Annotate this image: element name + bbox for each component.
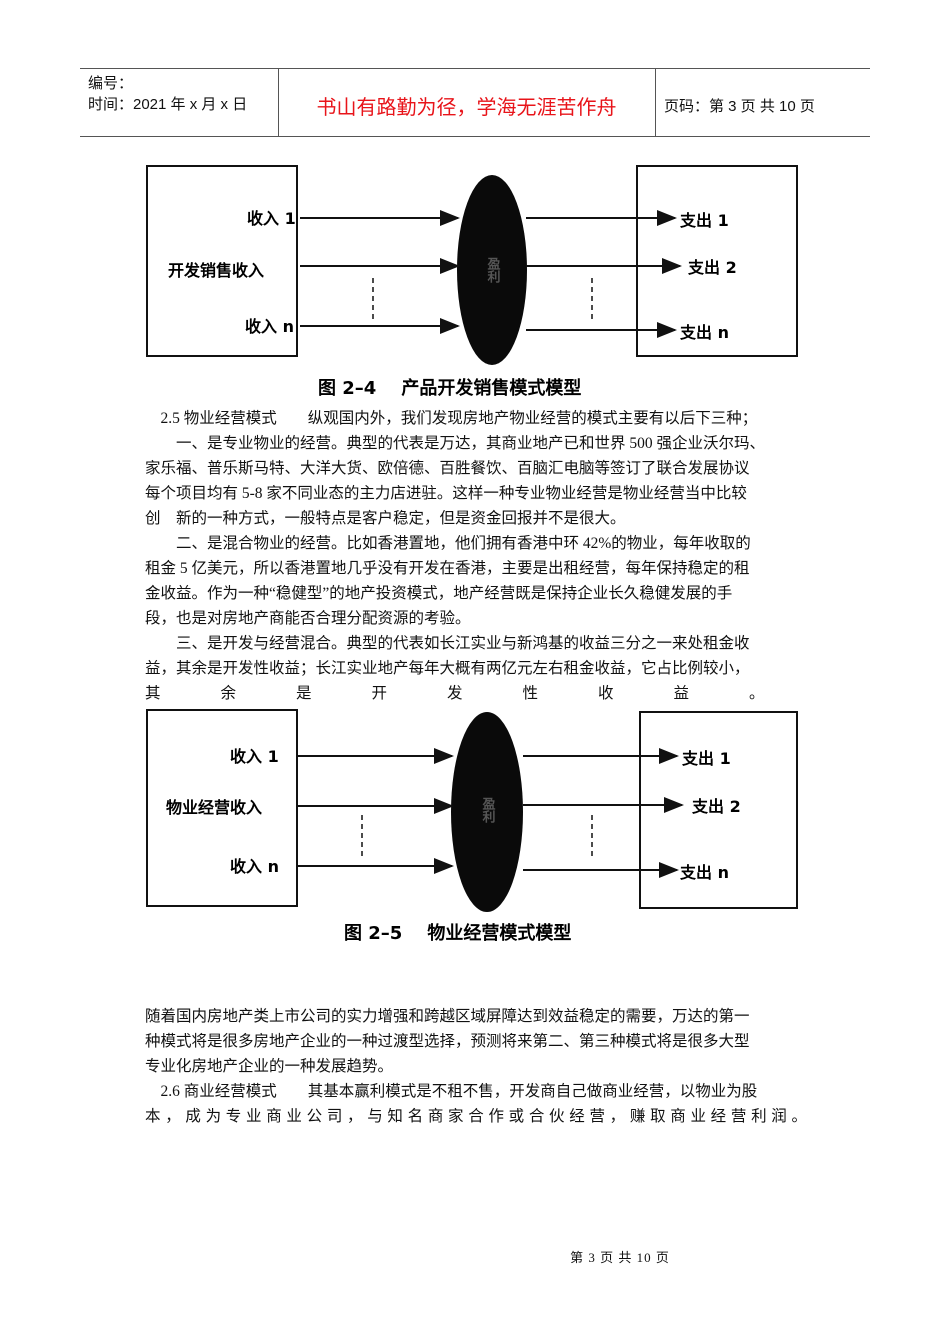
paragraph-line: 租金 5 亿美元，所以香港置地几乎没有开发在香港，主要是出租经营，每年保持稳定的… xyxy=(145,560,750,577)
sales-income-label: 开发销售收入 xyxy=(168,261,264,280)
paragraph-line: 本，成为专业商业公司，与知名商家合作或合伙经营，赚取商业经营利润。 xyxy=(145,1108,810,1125)
expense-n-label: 支出 n xyxy=(679,863,729,882)
header-divider xyxy=(655,69,656,136)
paragraph-line: 二、是混合物业的经营。比如香港置地，他们拥有香港中环 42%的物业，每年收取的 xyxy=(145,535,751,552)
income-1-label: 收入 1 xyxy=(230,747,279,766)
expense-1-label: 支出 1 xyxy=(679,211,729,230)
profit-ellipse xyxy=(457,175,527,365)
income-n-label: 收入 n xyxy=(230,857,279,876)
profit-label: 盈利 xyxy=(485,257,502,284)
figure-2-5-diagram: 盈利 收入 1 物业经营收入 收入 n 支出 1 支出 2 支出 n 图 2–5… xyxy=(146,709,798,944)
paragraph-line: 三、是开发与经营混合。典型的代表如长江实业与新鸿基的收益三分之一来处租金收 xyxy=(145,635,750,652)
expense-2-label: 支出 2 xyxy=(687,258,737,277)
income-box xyxy=(146,165,298,357)
income-n-label: 收入 n xyxy=(245,317,294,336)
profit-ellipse xyxy=(451,712,523,912)
property-income-label: 物业经营收入 xyxy=(166,798,262,817)
profit-label: 盈利 xyxy=(480,797,497,824)
paragraph-line: 每个项目均有 5-8 家不同业态的主力店进驻。这样一种专业物业经营是物业经营当中… xyxy=(145,485,747,502)
paragraph-line: 金收益。作为一种“稳健型”的地产投资模式，地产经营既是保持企业长久稳健发展的手 xyxy=(145,585,733,602)
paragraph-line: 一、是专业物业的经营。典型的代表是万达，其商业地产已和世界 500 强企业沃尔玛… xyxy=(145,435,766,452)
page-header: 编号： 时间：2021 年 x 月 x 日 书山有路勤为径，学海无涯苦作舟 页码… xyxy=(80,68,870,137)
expense-n-label: 支出 n xyxy=(679,323,729,342)
document-number: 编号： xyxy=(88,75,134,92)
paragraph-line: 其余是开发性收益。 xyxy=(145,685,825,702)
document-date: 时间：2021 年 x 月 x 日 xyxy=(88,96,248,113)
header-divider xyxy=(278,69,279,136)
expense-1-label: 支出 1 xyxy=(681,749,731,768)
paragraph-line: 2.6 商业经营模式 其基本赢利模式是不租不售，开发商自己做商业经营，以物业为股 xyxy=(145,1083,758,1100)
header-page-info: 页码：第 3 页 共 10 页 xyxy=(664,98,815,115)
header-meta: 编号： 时间：2021 年 x 月 x 日 xyxy=(88,73,247,115)
paragraph-line: 种模式将是很多房地产企业的一种过渡型选择，预测将来第二、第三种模式将是很多大型 xyxy=(145,1033,750,1050)
page-footer: 第 3 页 共 10 页 xyxy=(570,1250,670,1265)
income-box xyxy=(146,709,298,907)
expense-2-label: 支出 2 xyxy=(691,797,741,816)
paragraph-line: 创 新的一种方式，一般特点是客户稳定，但是资金回报并不是很大。 xyxy=(145,510,626,527)
paragraph-line: 2.5 物业经营模式 纵观国内外，我们发现房地产物业经营的模式主要有以后下三种； xyxy=(145,410,758,427)
paragraph-line: 家乐福、普乐斯马特、大洋大货、欧倍德、百胜餐饮、百脑汇电脑等签订了联合发展协议 xyxy=(145,460,750,477)
figure-caption: 图 2–5 物业经营模式模型 xyxy=(344,922,571,944)
expense-box xyxy=(639,711,798,909)
arrows xyxy=(297,748,684,878)
header-motto: 书山有路勤为径，学海无涯苦作舟 xyxy=(316,97,617,119)
paragraph-line: 益，其余是开发性收益；长江实业地产每年大概有两亿元左右租金收益，它占比例较小， xyxy=(145,660,750,677)
figure-2-4-diagram: 盈利 收入 1 开发销售收入 收入 n 支出 1 支出 2 支出 n 图 2–4… xyxy=(146,165,798,399)
figure-caption: 图 2–4 产品开发销售模式模型 xyxy=(318,377,581,399)
paragraph-line: 随着国内房地产类上市公司的实力增强和跨越区域屏障达到效益稳定的需要，万达的第一 xyxy=(145,1008,750,1025)
paragraph-line: 段，也是对房地产商能否合理分配资源的考验。 xyxy=(145,610,471,627)
expense-box xyxy=(636,165,798,357)
income-1-label: 收入 1 xyxy=(247,209,296,228)
arrows xyxy=(300,210,682,338)
paragraph-line: 专业化房地产企业的一种发展趋势。 xyxy=(145,1058,394,1075)
